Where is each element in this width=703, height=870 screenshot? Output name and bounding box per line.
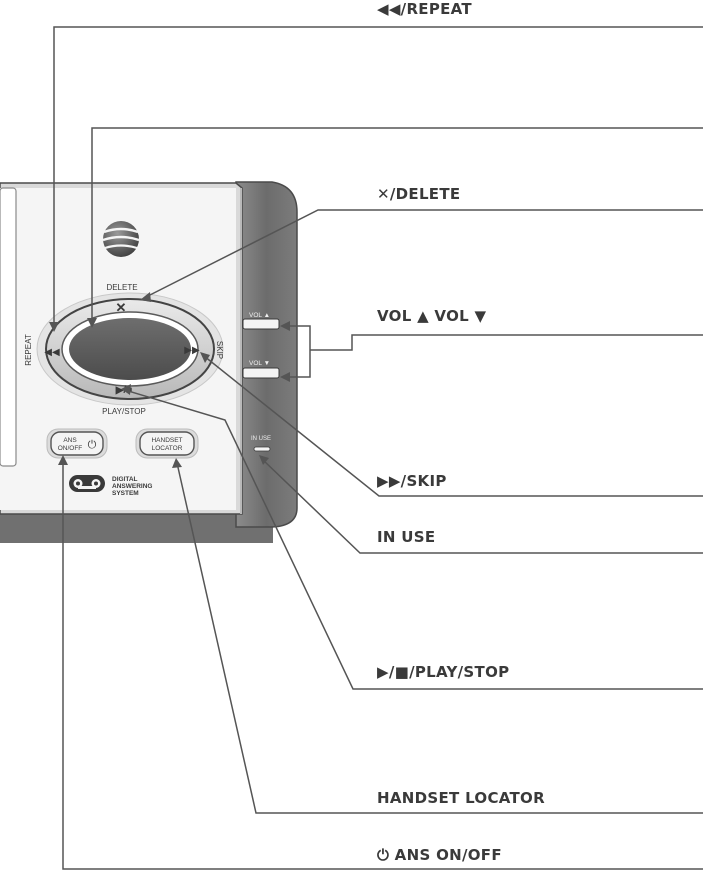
digital-answering-system-logo-icon <box>69 475 105 492</box>
repeat-label: REPEAT <box>24 334 33 366</box>
das-label-line2: ANSWERING <box>112 483 152 490</box>
das-label-line1: DIGITAL <box>112 476 138 483</box>
att-globe-logo-icon <box>103 221 139 257</box>
leader-line-volume <box>310 335 703 350</box>
locator-button-label-line2: LOCATOR <box>152 445 183 452</box>
vol-down-button[interactable] <box>243 368 279 378</box>
das-label-line3: SYSTEM <box>112 490 139 497</box>
vol-up-label: VOL ▲ <box>249 312 270 319</box>
ans-on-off-button[interactable]: ANS ON/OFF ⏻ <box>47 429 107 458</box>
callout-repeat: ◀◀/REPEAT <box>377 0 472 18</box>
skip-label: SKIP <box>215 341 224 359</box>
device-base <box>0 514 273 543</box>
in-use-label: IN USE <box>251 436 271 442</box>
vol-up-button[interactable] <box>243 319 279 329</box>
fast-forward-icon[interactable]: ▶▶ <box>184 345 200 356</box>
delete-x-icon[interactable]: ✕ <box>116 300 127 315</box>
ans-button-label-line2: ON/OFF <box>58 445 83 452</box>
play-stop-label: PLAY/STOP <box>102 407 146 416</box>
handset-locator-button[interactable]: HANDSET LOCATOR <box>136 429 198 458</box>
callout-delete: ✕/DELETE <box>377 185 460 203</box>
leader-line-in-use <box>262 459 703 553</box>
vol-down-label: VOL ▼ <box>249 360 270 367</box>
power-icon: ⏻ <box>88 439 97 451</box>
locator-button-label-line1: HANDSET <box>151 437 182 444</box>
device-left-strip <box>0 188 16 466</box>
callout-skip: ▶▶/SKIP <box>377 472 447 490</box>
rewind-icon[interactable]: ◀◀ <box>44 347 60 358</box>
callout-handset-locator: HANDSET LOCATOR <box>377 789 545 807</box>
device-side <box>236 182 297 527</box>
callout-play-stop: ▶/■/PLAY/STOP <box>377 663 509 681</box>
message-display <box>69 318 191 380</box>
delete-label: DELETE <box>106 283 137 292</box>
callout-ans-on-off: ⏻ ANS ON/OFF <box>377 846 502 864</box>
callout-volume: VOL ▲ VOL ▼ <box>377 307 486 325</box>
callout-in-use: IN USE <box>377 528 435 546</box>
in-use-indicator <box>254 447 270 451</box>
ans-button-label-line1: ANS <box>63 437 77 444</box>
